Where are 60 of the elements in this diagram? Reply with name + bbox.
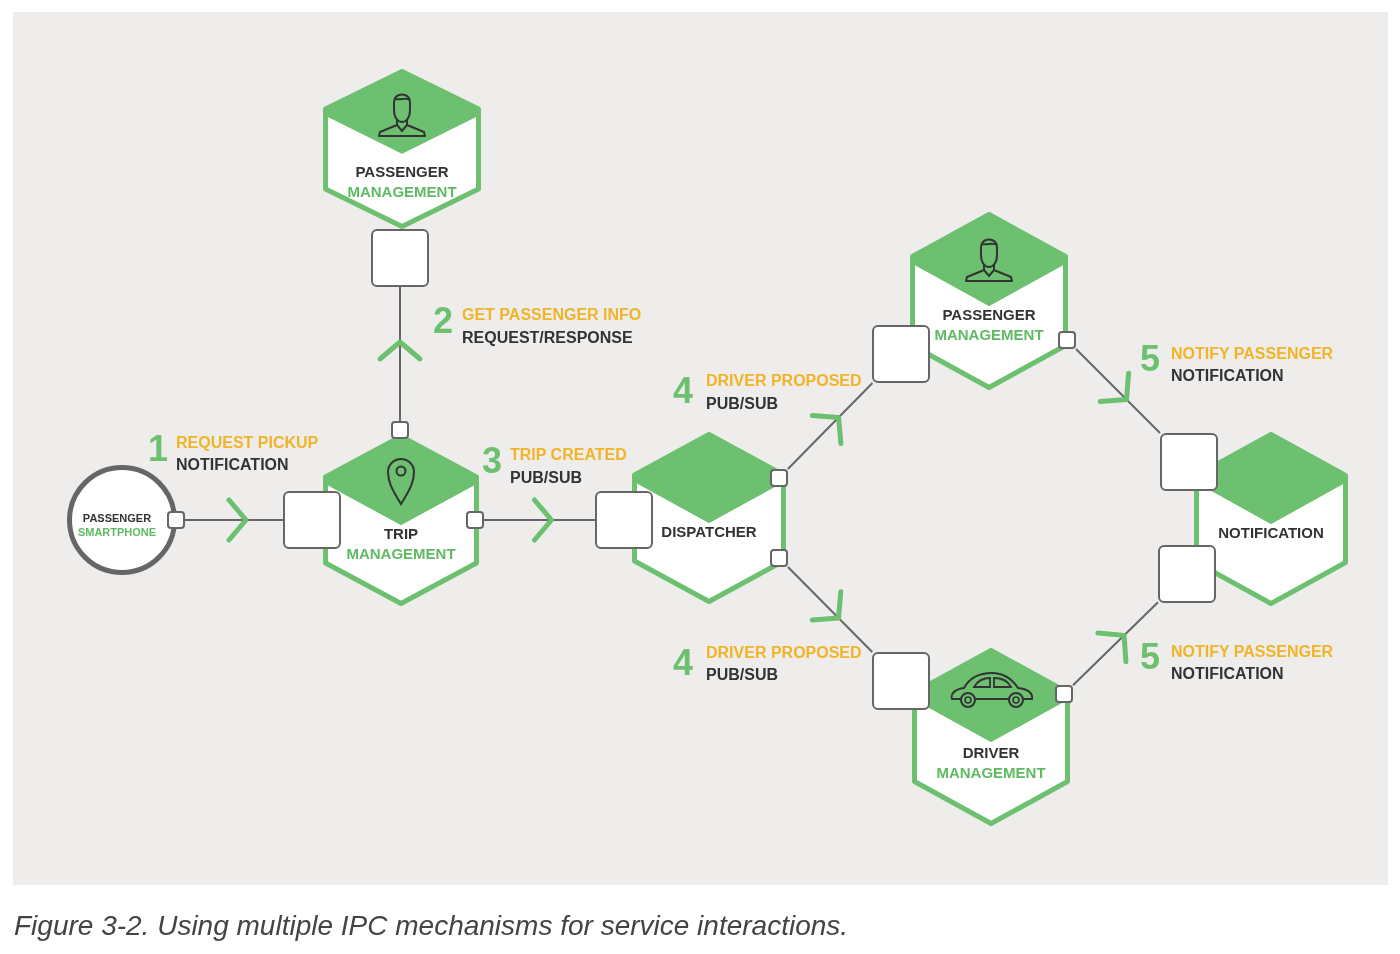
interaction-type: REQUEST/RESPONSE — [462, 329, 633, 347]
service-hexagon — [912, 648, 1070, 826]
adapter-square — [872, 652, 930, 710]
step-number: 3 — [482, 440, 503, 482]
port-square — [391, 421, 409, 439]
step-title: TRIP CREATED — [510, 446, 627, 464]
adapter-square — [1160, 433, 1218, 491]
port-square — [167, 511, 185, 529]
service-name: DISPATCHER — [661, 523, 757, 541]
interaction-type: NOTIFICATION — [176, 456, 289, 474]
adapter-square — [595, 491, 653, 549]
arrow — [483, 497, 596, 543]
service-hexagon — [323, 69, 481, 229]
arrow — [1072, 601, 1159, 687]
client-subtitle: SMARTPHONE — [77, 526, 157, 538]
step-number: 4 — [673, 642, 694, 684]
interaction-type: NOTIFICATION — [1171, 665, 1284, 683]
arrow — [786, 566, 874, 653]
arrow — [377, 286, 423, 422]
interaction-type: NOTIFICATION — [1171, 367, 1284, 385]
step-number: 5 — [1140, 636, 1161, 678]
port-square — [1058, 331, 1076, 349]
step-number: 5 — [1140, 338, 1161, 380]
step-number: 4 — [673, 370, 694, 412]
adapter-square — [371, 229, 429, 287]
service-subtitle: MANAGEMENT — [934, 325, 1044, 343]
step-title: REQUEST PICKUP — [176, 434, 319, 452]
service-name: NOTIFICATION — [1218, 524, 1324, 542]
interaction-type: PUB/SUB — [706, 666, 778, 684]
service-subtitle: MANAGEMENT — [936, 763, 1046, 781]
step-title: DRIVER PROPOSED — [706, 372, 862, 390]
figure-caption: Figure 3-2. Using multiple IPC mechanisms for service interactions. — [14, 910, 849, 942]
service-hexagon — [632, 432, 786, 604]
adapter-square — [283, 491, 341, 549]
service-name: TRIP — [383, 525, 419, 543]
service-hexagon — [910, 212, 1068, 390]
arrow — [786, 382, 874, 470]
adapter-square — [872, 325, 930, 383]
port-square — [770, 549, 788, 567]
port-square — [1055, 685, 1073, 703]
service-name: DRIVER — [962, 744, 1020, 762]
arrow — [1075, 348, 1161, 434]
service-subtitle: MANAGEMENT — [347, 183, 457, 201]
step-title: GET PASSENGER INFO — [462, 306, 642, 324]
service-hexagon — [1194, 432, 1348, 606]
client-name: PASSENGER — [82, 512, 152, 524]
step-title: DRIVER PROPOSED — [706, 644, 862, 662]
arrow — [184, 497, 284, 543]
interaction-type: PUB/SUB — [510, 469, 582, 487]
step-number: 1 — [148, 428, 169, 470]
port-square — [466, 511, 484, 529]
service-name: PASSENGER — [942, 306, 1036, 324]
step-title: NOTIFY PASSENGER — [1171, 643, 1334, 661]
port-square — [770, 469, 788, 487]
interaction-type: PUB/SUB — [706, 395, 778, 413]
service-name: PASSENGER — [355, 163, 449, 181]
service-subtitle: MANAGEMENT — [346, 544, 456, 562]
step-number: 2 — [433, 300, 454, 342]
step-title: NOTIFY PASSENGER — [1171, 345, 1334, 363]
adapter-square — [1158, 545, 1216, 603]
